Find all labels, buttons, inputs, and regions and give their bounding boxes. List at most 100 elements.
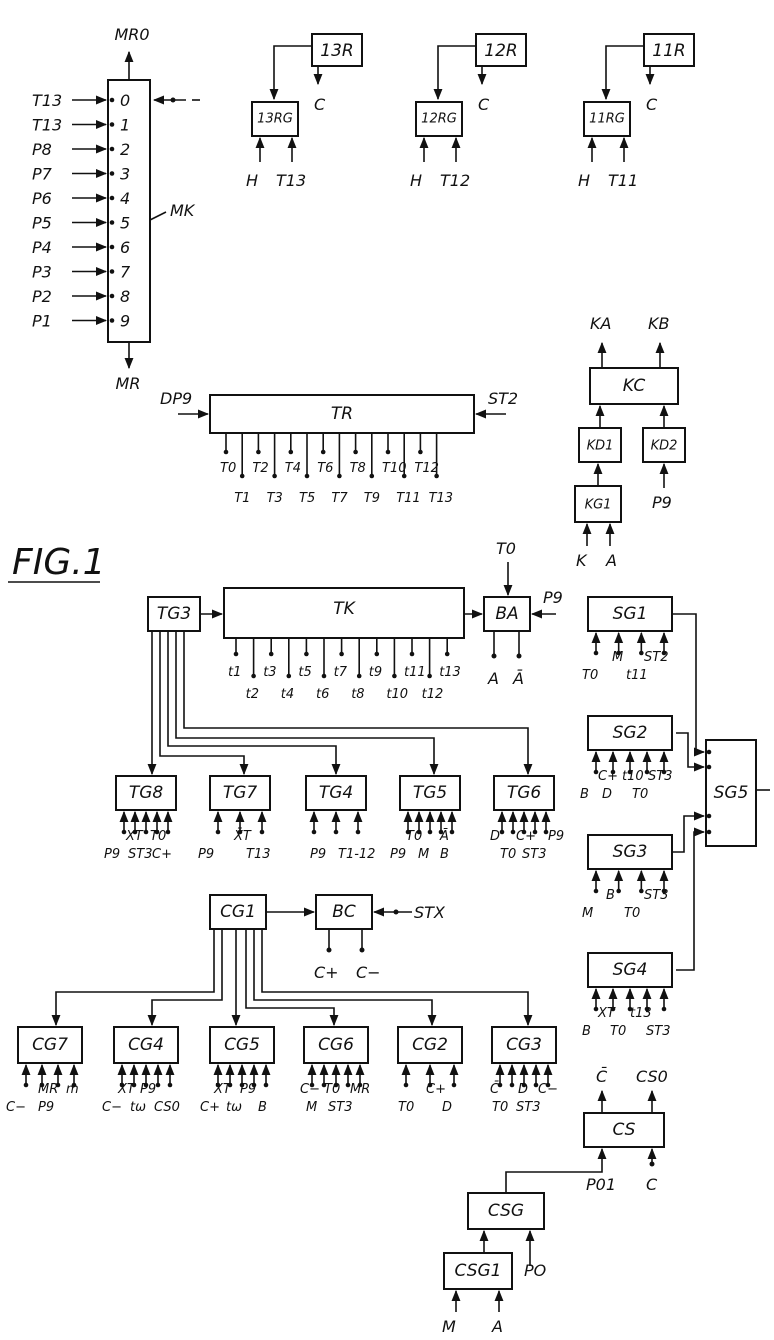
csg1-name: CSG1	[455, 1261, 502, 1281]
mk-pin-dot	[109, 171, 115, 176]
ba-rect	[483, 596, 531, 632]
tr-pin-dot	[418, 449, 423, 455]
tr-pin-dot	[304, 473, 310, 479]
block-pin-label: D	[602, 787, 612, 802]
block-rect	[397, 1026, 463, 1064]
block-pin-dot	[644, 769, 650, 775]
wire-tg3-tg4	[167, 631, 341, 776]
block-rect	[587, 596, 673, 632]
mk-input-label: P3	[32, 263, 52, 282]
bc-out1-label: C+	[314, 963, 339, 982]
block-pin-label: C+	[152, 847, 172, 862]
register-r-name: 11R	[652, 41, 685, 61]
block-pin-dot	[545, 1082, 551, 1088]
register-c-label: C	[646, 95, 658, 114]
wire-cg1-cg3	[261, 929, 533, 1027]
tr-pin-dot	[239, 473, 245, 479]
sg5-name: SG5	[714, 783, 749, 803]
block-pin-label: P9	[390, 847, 406, 862]
block-pin-label: ST3	[328, 1100, 352, 1115]
block-pin-label: ST2	[644, 650, 668, 665]
block-name: CG5	[224, 1035, 260, 1055]
tr-pin-dot	[401, 473, 407, 479]
block-pin-label: tω	[130, 1100, 146, 1115]
mk-pin-number: 7	[120, 263, 131, 282]
tr-output-label: T7	[331, 491, 348, 506]
block-pin-label: T0	[398, 1100, 414, 1115]
tr-pin-dot	[288, 449, 294, 455]
block-pin-dot	[39, 1082, 45, 1088]
kd1-rect	[578, 427, 622, 463]
block-name: CG2	[412, 1035, 448, 1055]
register-rg-rect	[415, 101, 463, 137]
block-pin-dot	[521, 829, 527, 835]
block-pin-label: M	[612, 650, 623, 665]
mk-input-label: P8	[32, 140, 52, 159]
block-name: SG3	[613, 842, 648, 862]
mk-input-label: T13	[32, 116, 62, 135]
block-pin-label: C+	[516, 829, 536, 844]
register-c-label: C	[314, 95, 326, 114]
tr-output-label: T6	[317, 461, 333, 476]
block-pin-label: MR	[350, 1082, 370, 1097]
register-r-name: 12R	[484, 41, 517, 61]
block-pin-label: T0	[610, 1024, 626, 1039]
block-pin-label: P9	[310, 847, 326, 862]
wire-cg1-cg6	[245, 929, 339, 1027]
block-pin-dot	[661, 1006, 667, 1012]
tk-output-label: t11	[404, 665, 426, 680]
block-pin-dot	[543, 829, 549, 835]
wire-cg1-cg7	[51, 929, 215, 1027]
kg1-input-a-label: A	[605, 551, 617, 570]
mk-bottom-output-label: MR	[116, 374, 141, 393]
block-rect	[209, 1026, 275, 1064]
tr-pin-dot	[320, 449, 326, 455]
tk-pin-dot	[304, 651, 309, 657]
tr-output-label: T12	[414, 461, 438, 476]
ba-top-input-label: T0	[496, 539, 516, 558]
block-pin-dot	[616, 888, 621, 894]
block-pin-label: m	[66, 1082, 79, 1097]
ba-block: BA T0 P9 A Ā	[483, 539, 563, 688]
block-name: SG2	[613, 723, 648, 743]
block-name: CG7	[32, 1035, 68, 1055]
cg1-rect	[209, 894, 267, 930]
tk-pin-dot	[233, 651, 239, 657]
block-pin-dot	[532, 829, 538, 835]
tr-output-label: T8	[350, 461, 366, 476]
block-pin-label: B	[606, 888, 615, 903]
block-pin-label: ST3	[648, 769, 672, 784]
block-pin-dot	[239, 1082, 245, 1088]
mk-pin-dot	[109, 220, 115, 225]
block-pin-label: P9	[104, 847, 120, 862]
mk-pin-number: 8	[120, 287, 130, 306]
bc-out1-dot	[326, 947, 332, 953]
tr-output-label: T3	[267, 491, 283, 506]
block-pin-label: C+	[598, 769, 618, 784]
ba-out-a-label: A	[487, 669, 499, 688]
block-pin-dot	[627, 769, 633, 775]
block-pin-dot	[521, 1082, 527, 1088]
block-pin-dot	[644, 1006, 650, 1012]
tr-pin-dot	[337, 473, 342, 479]
block-name: CG3	[506, 1035, 542, 1055]
block-pin-label: t10	[622, 769, 644, 784]
tg3-name: TG3	[157, 604, 191, 624]
register-t-label: T12	[440, 171, 470, 190]
wire-sg3-sg5	[672, 811, 706, 853]
csg1-rect	[443, 1252, 513, 1290]
block-pin-dot	[237, 829, 243, 835]
block-rect	[113, 1026, 179, 1064]
kc-rect	[589, 367, 679, 405]
block-pin-label: CS0	[154, 1100, 180, 1115]
mk-pin-number: 4	[120, 189, 130, 208]
